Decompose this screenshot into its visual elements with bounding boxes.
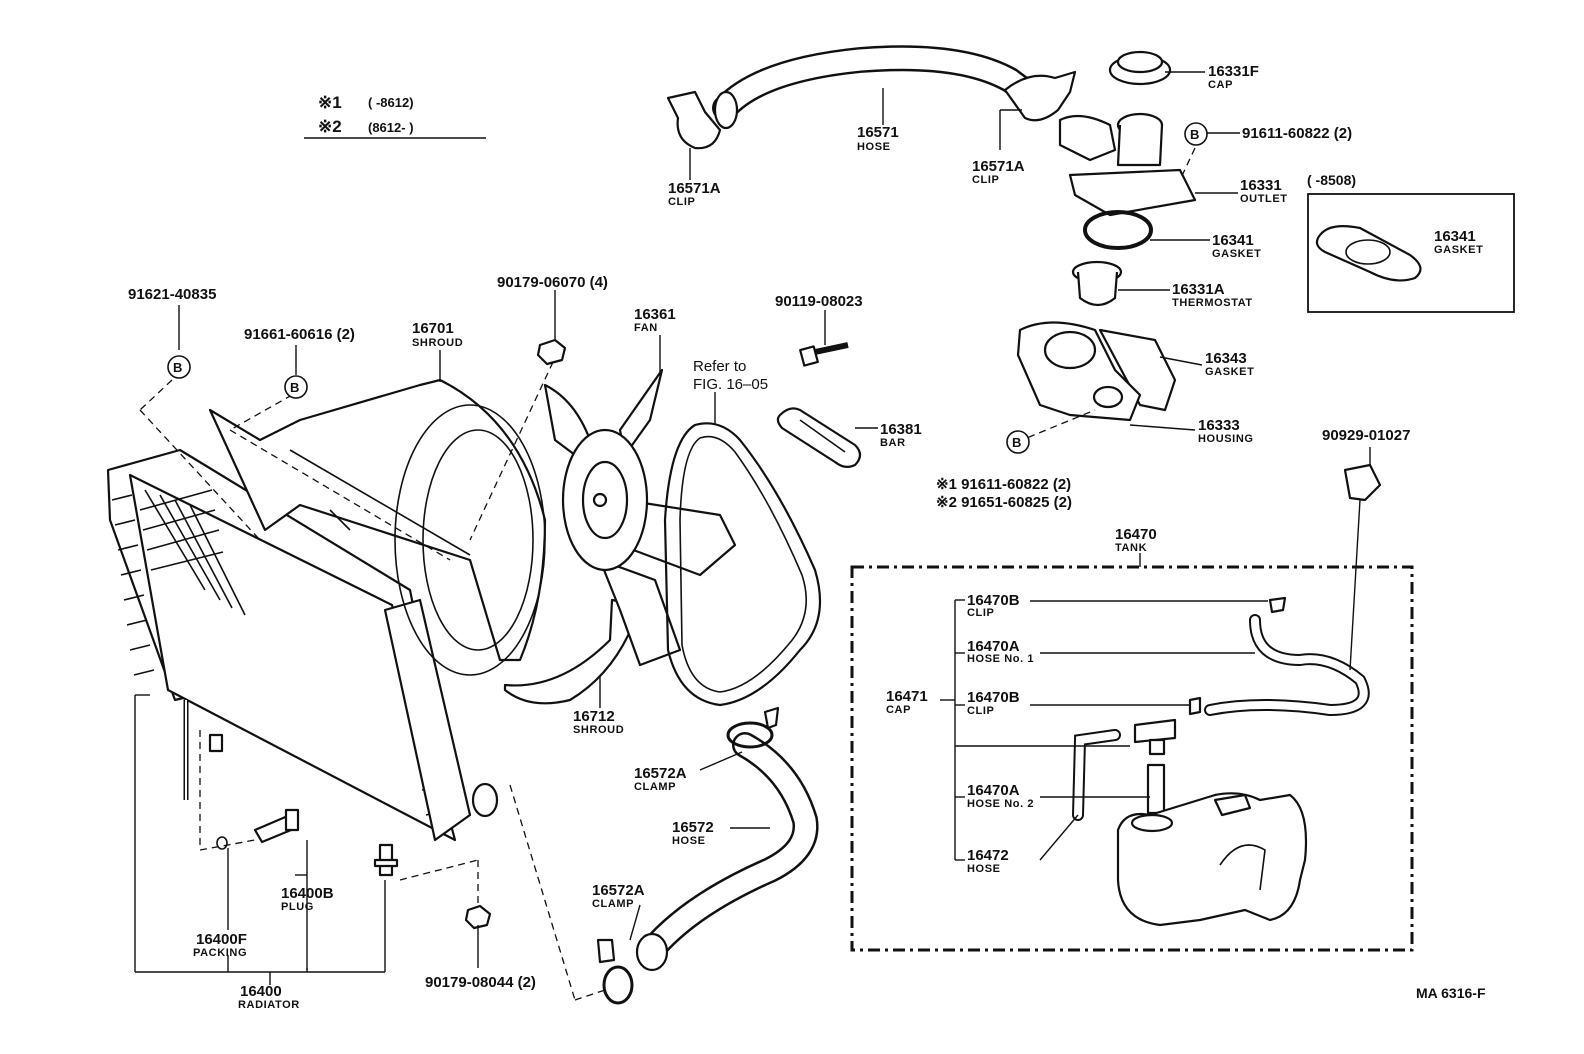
callout-number: ※2 91651-60825 (2): [936, 494, 1072, 511]
callout-number: 16361: [634, 306, 676, 323]
callout-number: 16470: [1115, 526, 1157, 543]
bolt-symbol-label: B: [290, 380, 299, 395]
bolt-and-bar-drawing: [776, 342, 862, 469]
callout-name: GASKET: [1434, 244, 1483, 256]
bolt-symbols: B B B B: [167, 122, 1208, 454]
callout-name: SHROUD: [412, 337, 463, 349]
callout-name: RADIATOR: [238, 999, 300, 1011]
leader-lines: [134, 71, 1371, 985]
callout-number: 16701: [412, 320, 454, 337]
bolt-symbol-icon: [1006, 430, 1030, 454]
callout-number: 16470A: [967, 638, 1020, 655]
bolt-symbol-icon: [284, 375, 308, 399]
callout-number: ※1 91611-60822 (2): [936, 476, 1071, 493]
callout-name: TANK: [1115, 542, 1147, 554]
callout-number: 16331A: [1172, 281, 1225, 298]
callout-number: 90179-06070 (4): [497, 274, 608, 291]
legend-range-2: (8612- ): [368, 120, 414, 135]
bolt-symbol-label: B: [1012, 435, 1021, 450]
callout-name: CLIP: [967, 607, 994, 619]
bolt-symbol-label: B: [173, 360, 182, 375]
callout-name: HOUSING: [1198, 433, 1254, 445]
callout-number: 16572: [672, 819, 714, 836]
fan-drawing: [543, 368, 737, 667]
callout-number: 16470B: [967, 689, 1020, 706]
callout-name: CLAMP: [592, 898, 634, 910]
callout-number: 16470B: [967, 592, 1020, 609]
thermostat-assembly-drawing: [1016, 50, 1197, 422]
callout-name: GASKET: [1205, 366, 1254, 378]
callout-number: Refer to: [693, 358, 746, 375]
callout-name: THERMOSTAT: [1172, 297, 1253, 309]
callout-number: 16341: [1212, 232, 1254, 249]
callout-number: 16471: [886, 688, 928, 705]
callout-name: CLIP: [668, 196, 695, 208]
callout-number: ( -8508): [1307, 172, 1356, 188]
callout-name: PLUG: [281, 901, 314, 913]
callout-number: 91661-60616 (2): [244, 326, 355, 343]
callout-name: CAP: [1208, 79, 1233, 91]
callout-name: GASKET: [1212, 248, 1261, 260]
dashed-guide-lines: [139, 147, 1196, 1001]
small-parts-drawing: [208, 338, 567, 930]
legend: ※1 ( -8612) ※2 (8612- ): [304, 93, 486, 139]
callout-number: 90119-08023: [775, 293, 863, 310]
callout-number: 16331F: [1208, 63, 1259, 80]
callout-number: 16400: [240, 983, 282, 1000]
callout-number: 16333: [1198, 417, 1240, 434]
callout-number: 16571A: [668, 180, 721, 197]
callout-number: 16571A: [972, 158, 1025, 175]
callout-name: HOSE No. 2: [967, 798, 1034, 810]
v-belt-drawing: [663, 422, 822, 707]
callout-number: 91611-60822 (2): [1242, 125, 1352, 142]
lower-hose-drawing: [596, 706, 819, 1005]
bolt-symbol-icon: [1184, 122, 1208, 146]
legend-mark-2: ※2: [318, 117, 342, 136]
callout-number: 16381: [880, 421, 922, 438]
reserve-tank-group: [850, 565, 1414, 952]
callout-number: 16572A: [634, 765, 687, 782]
callout-name: CLIP: [967, 705, 994, 717]
callout-name: FAN: [634, 322, 658, 334]
bracket-drawing: [1343, 463, 1382, 502]
legend-range-1: ( -8612): [368, 95, 414, 110]
bolt-symbol-icon: [167, 355, 191, 379]
callout-number: 90929-01027: [1322, 427, 1410, 444]
callout-name: CLIP: [972, 174, 999, 186]
callout-name: BAR: [880, 437, 906, 449]
callout-number: 16331: [1240, 177, 1282, 194]
callout-number: 16341: [1434, 228, 1476, 245]
tank-dashed-box: [850, 565, 1414, 952]
callout-name: PACKING: [193, 947, 247, 959]
callout-number: 90179-08044 (2): [425, 974, 536, 991]
callout-number: 16400F: [196, 931, 247, 948]
upper-hose-drawing: [666, 45, 1077, 150]
callout-name: HOSE: [857, 141, 891, 153]
callout-number: 16472: [967, 847, 1009, 864]
callout-name: SHROUD: [573, 724, 624, 736]
callout-name: HOSE: [967, 863, 1001, 875]
callout-number: 16470A: [967, 782, 1020, 799]
callout-number: 16572A: [592, 882, 645, 899]
callout-name: HOSE: [672, 835, 706, 847]
callout-name: CAP: [886, 704, 911, 716]
callout-name: FIG. 16–05: [693, 376, 768, 393]
callout-name: OUTLET: [1240, 193, 1288, 205]
radiator-drawing: [106, 448, 499, 842]
shroud-upper-drawing: [208, 378, 547, 676]
callout-name: CLAMP: [634, 781, 676, 793]
callout-number: 16571: [857, 124, 899, 141]
bolt-symbol-label: B: [1190, 127, 1199, 142]
callout-number: 16400B: [281, 885, 334, 902]
callout-number: 91621-40835: [128, 286, 216, 303]
legend-mark-1: ※1: [318, 93, 342, 112]
callout-number: 16712: [573, 708, 615, 725]
inset-gasket-box: [1307, 193, 1515, 313]
callout-number: 16343: [1205, 350, 1247, 367]
callout-name: HOSE No. 1: [967, 653, 1034, 665]
callout-labels: 91621-40835 91661-60616 (2) 16701 SHROUD…: [128, 63, 1483, 1011]
figure-code: MA 6316-F: [1416, 985, 1486, 1001]
